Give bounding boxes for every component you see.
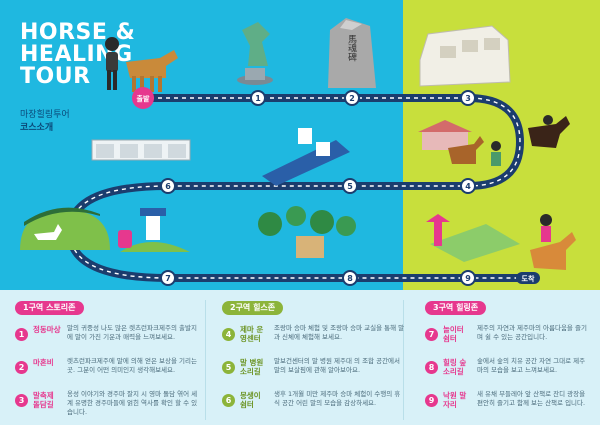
end-marker (516, 272, 540, 284)
observation-tower-illustration (118, 208, 190, 252)
title-line-1: HORSE & (20, 20, 136, 45)
title-line-3: TOUR (20, 64, 91, 89)
item-description: 옹성 이야기와 경주마 잘지 시 영마 돌담 엮어 세계 유명한 경주마들에 얽… (67, 390, 198, 416)
stop-marker-3 (460, 90, 476, 106)
course-item: 7 놀이터 쉼터 제주의 자연과 제주마의 아름다움을 즐기며 쉴 수 있는 공간입… (425, 322, 590, 352)
item-number: 8 (425, 361, 438, 374)
start-marker (132, 87, 154, 109)
section-3-heading: 3구역 힐링존 (425, 301, 487, 315)
section-2-heading: 2구역 힐스존 (222, 301, 284, 315)
item-name: 낙원 말자리 (443, 391, 467, 409)
item-name: 몽생이 쉼터 (240, 391, 261, 409)
course-item: 6 몽생이 쉼터 생후 1개월 미만 제주마 승마 체험이 수행의 휴식 공간 어린… (222, 388, 407, 418)
item-description: 생후 1개월 미만 제주마 승마 체험이 수행의 휴식 공간 어린 말의 모습을… (274, 390, 401, 407)
item-number: 6 (222, 394, 235, 407)
horse-walker-illustration (262, 128, 350, 186)
horse-handler-illustration (105, 37, 178, 92)
item-number: 5 (222, 361, 235, 374)
stop-number: 8 (347, 274, 353, 283)
item-number: 3 (15, 394, 28, 407)
item-description: 렛츠런파크제주에 말에 의해 얻은 보상을 기리는 곳. 그분이 어떤 의미인지… (67, 357, 197, 374)
park-illustration (426, 214, 520, 262)
item-description: 숲에서 숲의 치유 공간 자연 그대로 제주 마의 모습을 보고 느껴보세요. (477, 357, 586, 374)
item-description: 말보건센터의 말 병원 제주대 의 조합 공간에서 말의 보살핌에 관해 알아보… (274, 357, 401, 374)
stop-marker-6 (160, 178, 176, 194)
item-number: 2 (15, 361, 28, 374)
subtitle-course: 코스소개 (20, 123, 54, 133)
item-description: 제주의 자연과 제주마의 아름다움을 즐기며 쉴 수 있는 공간입니다. (477, 324, 587, 341)
page-title: HORSE & HEALING TOUR (20, 22, 135, 88)
forest-illustration (258, 206, 356, 258)
item-description: 조랑마 승마 체험 및 조랑마 승마 교실을 통해 말과 신체에 체험해 보세요… (274, 324, 405, 341)
item-number: 9 (425, 394, 438, 407)
grassland-illustration (20, 207, 110, 250)
start-label: 출발 (137, 94, 150, 103)
title-line-2: HEALING (20, 42, 133, 67)
section-1-heading: 1구역 스토리존 (15, 301, 84, 315)
course-item: 5 말 병원 소리길 말보건센터의 말 병원 제주대 의 조합 공간에서 말의 보살… (222, 355, 407, 385)
monument-text: 馬魂碑 (346, 34, 357, 62)
divider (403, 300, 404, 420)
item-description: 새 유채 부들레아 앞 산책로 잔디 광장을 편안히 즐기고 함께 보는 산책로… (477, 390, 586, 407)
course-item: 2 마혼비 렛츠런파크제주에 말에 의해 얻은 보상을 기리는 곳. 그분이 어떤 … (15, 355, 200, 385)
barn-illustration (418, 120, 472, 150)
stone-wall-illustration (419, 25, 511, 87)
route-map: 출발 馬魂碑 (20, 18, 576, 286)
stable-illustration (91, 139, 191, 161)
item-number: 1 (15, 328, 28, 341)
course-item: 1 정동마상 말의 귀중성 나도 많은 렛츠런파크제주의 출발지 에 말이 가진 기… (15, 322, 200, 352)
stop-number: 4 (465, 182, 471, 191)
stop-number: 5 (347, 182, 353, 191)
stop-marker-9 (460, 270, 476, 286)
brown-horse-illustration (448, 136, 484, 164)
stop-number: 2 (349, 94, 355, 103)
divider (205, 300, 206, 420)
stop-marker-4 (460, 178, 476, 194)
pony-rider-illustration (530, 214, 576, 270)
course-item: 3 말축제 돌담길 옹성 이야기와 경주마 잘지 시 영마 돌담 엮어 세계 유명한… (15, 388, 200, 418)
rider-illustration (491, 141, 501, 166)
subtitle: 마장힐링투어 (20, 110, 70, 120)
course-item: 9 낙원 말자리 새 유채 부들레아 앞 산책로 잔디 광장을 편안히 즐기고 함께… (425, 388, 590, 418)
course-item: 4 제마 운영센터 조랑마 승마 체험 및 조랑마 승마 교실을 통해 말과 신체에… (222, 322, 407, 352)
item-name: 말축제 돌담길 (33, 391, 54, 409)
course-item: 8 힐링 숲 소리길 숲에서 숲의 치유 공간 자연 그대로 제주 마의 모습을 보… (425, 355, 590, 385)
item-number: 4 (222, 328, 235, 341)
item-name: 제마 운영센터 (240, 325, 264, 343)
item-name: 말 병원 소리길 (240, 358, 264, 376)
horse-statue-illustration (237, 22, 273, 85)
monument-stone-illustration (328, 18, 376, 88)
end-label: 도착 (522, 274, 535, 283)
item-name: 놀이터 쉼터 (443, 325, 464, 343)
stop-number: 7 (165, 274, 171, 283)
stop-marker-8 (342, 270, 358, 286)
item-description: 말의 귀중성 나도 많은 렛츠런파크제주의 출발지 에 말이 가진 기운과 매력… (67, 324, 197, 341)
stop-marker-1 (250, 90, 266, 106)
galloping-horse-illustration (528, 115, 570, 148)
item-name: 정동마상 (33, 325, 61, 334)
stop-markers: 1 2 3 4 5 6 7 8 9 (160, 90, 476, 286)
stop-number: 3 (465, 94, 471, 103)
stop-marker-2 (344, 90, 360, 106)
info-panel (0, 290, 600, 425)
stop-marker-5 (342, 178, 358, 194)
item-number: 7 (425, 328, 438, 341)
item-name: 마혼비 (33, 358, 54, 367)
item-name: 힐링 숲 소리길 (443, 358, 467, 376)
stop-number: 6 (165, 182, 171, 191)
stop-marker-7 (160, 270, 176, 286)
stop-number: 9 (465, 274, 471, 283)
stop-number: 1 (255, 94, 261, 103)
